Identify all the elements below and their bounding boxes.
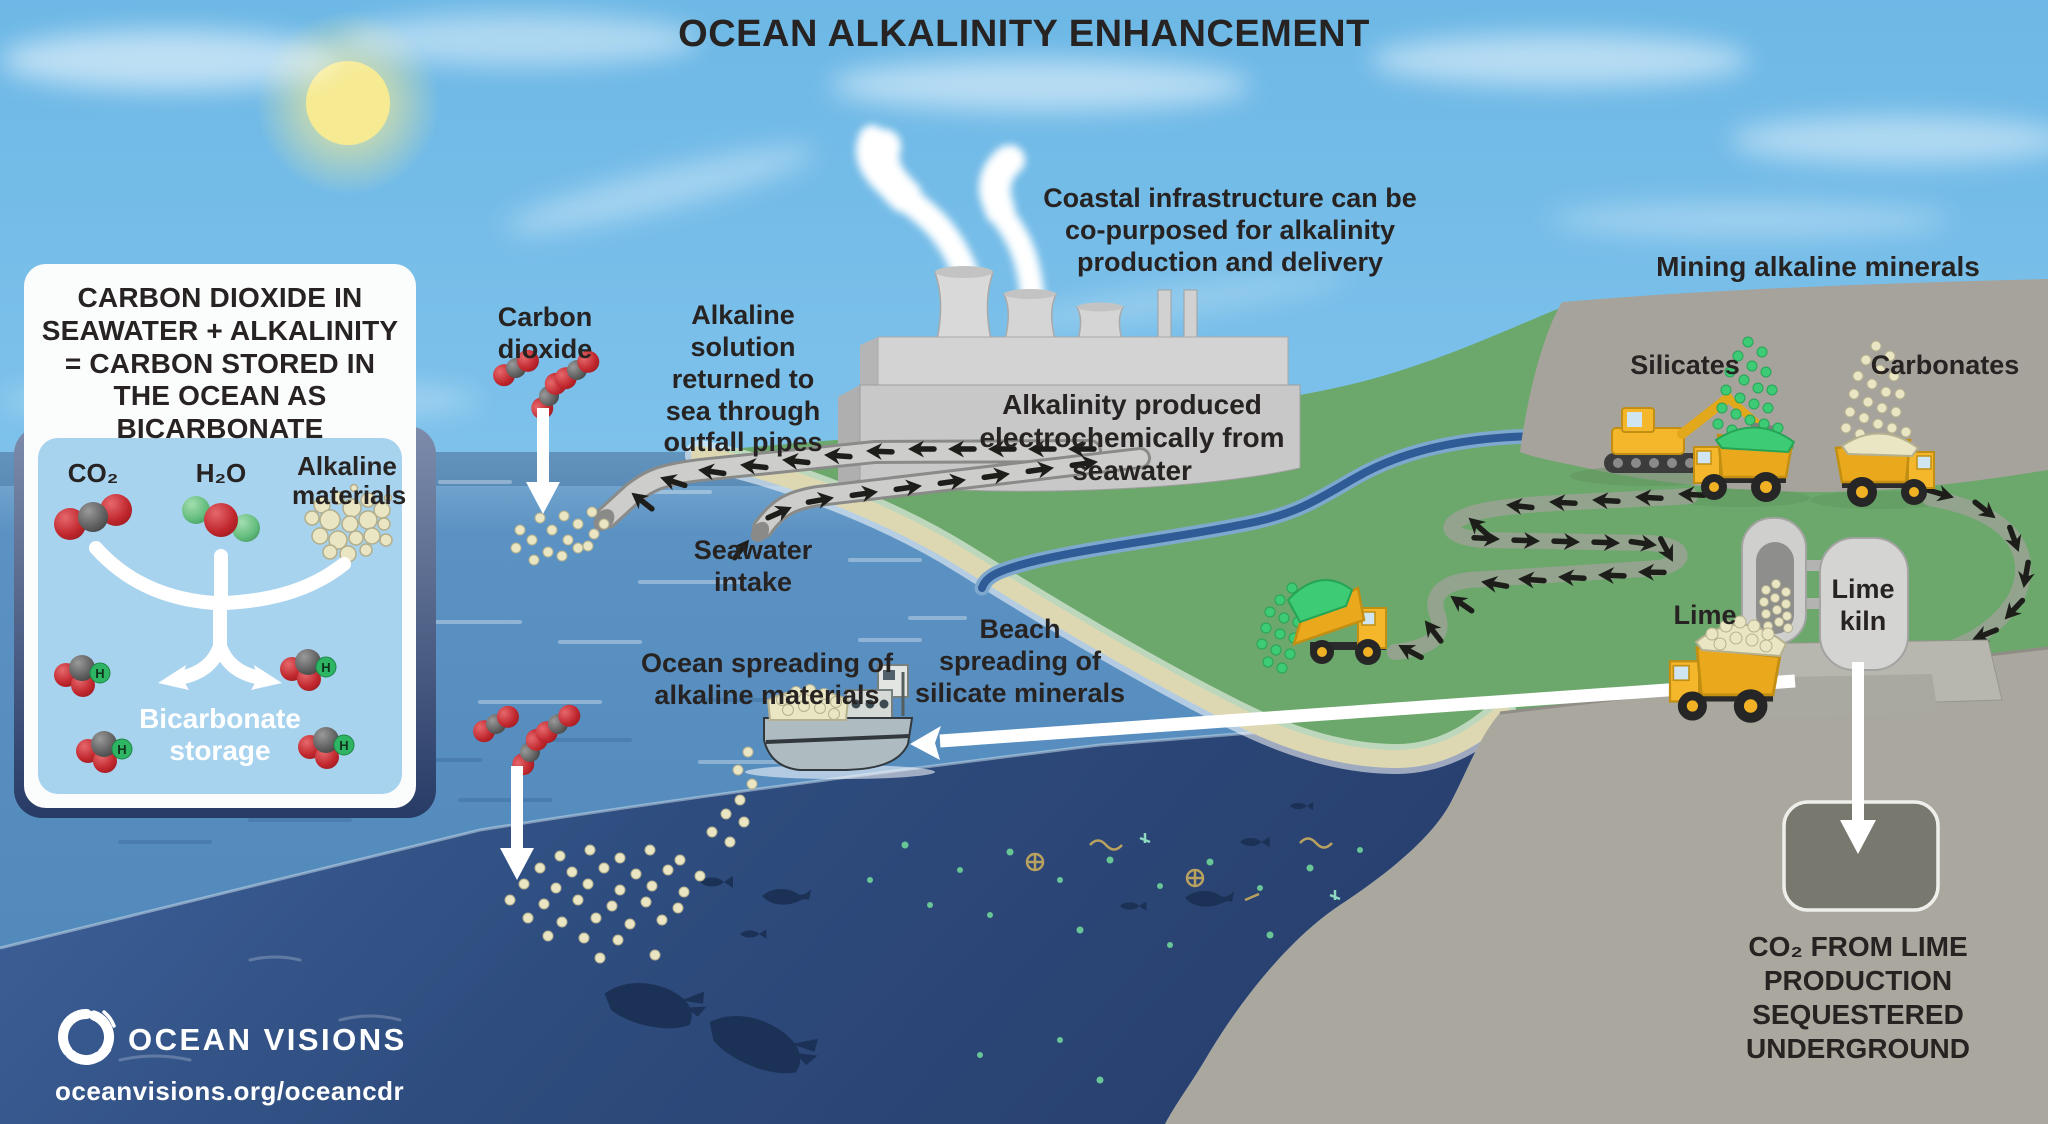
h-atom-label: H [339, 738, 348, 753]
cooling-tower-icon [1075, 306, 1125, 341]
outfall-spill-particles [510, 506, 610, 566]
label-carbonates: Carbonates [1870, 350, 2020, 380]
beach-spread-particles [1256, 582, 1304, 674]
label-lime: Lime [1673, 600, 1737, 630]
chimney-icon [1183, 289, 1198, 341]
bicarbonate-molecules: H H H H [53, 648, 355, 774]
label-seawater-intake: Seawater intake [693, 535, 813, 597]
label-silicates: Silicates [1630, 350, 1740, 380]
org-url: oceanvisions.org/oceancdr [55, 1076, 405, 1106]
panel-merge-arrow [89, 541, 351, 684]
panel-h2o-label: H₂O [195, 458, 247, 488]
page-title: OCEAN ALKALINITY ENHANCEMENT [678, 13, 1370, 55]
sea-life [604, 801, 1314, 1074]
co2-to-deep-arrow [500, 766, 534, 880]
label-mining: Mining alkaline minerals [1656, 251, 1980, 282]
label-lime-kiln: Lime kiln [1831, 574, 1895, 636]
h-atom-label: H [95, 666, 104, 681]
beach-sand [691, 446, 1511, 769]
intake-pipe [750, 447, 1151, 543]
smoke-plumes [856, 125, 1044, 306]
lime-to-ship-arrow [910, 674, 1796, 760]
h-atom-label: H [117, 742, 126, 757]
label-alkaline-solution: Alkaline solution returned to sea throug… [663, 300, 823, 458]
panel-bicarbonate-label: Bicarbonate storage [139, 703, 301, 767]
panel-co2-molecule [54, 494, 132, 540]
panel-alkaline-materials-label: Alkaline materials [292, 451, 407, 511]
whale-icon [762, 888, 811, 905]
label-alkalinity-produced: Alkalinity produced electrochemically fr… [979, 389, 1285, 487]
h-atom-label: H [321, 660, 330, 675]
cooling-tower-icon [1002, 293, 1058, 341]
underwater-pellet-scatter [504, 746, 758, 964]
label-ocean-spreading: Ocean spreading of alkaline materials [640, 648, 894, 710]
ocean-visions-logo-icon [58, 1009, 116, 1065]
seal-icon [604, 983, 818, 1074]
label-beach-spreading: Beach spreading of silicate minerals [914, 614, 1126, 708]
panel-co2-label: CO₂ [67, 458, 119, 488]
kiln-to-storage-arrow [1840, 662, 1876, 854]
coastal-factory [838, 125, 1301, 492]
chimney-icon [1157, 289, 1172, 341]
cooling-tower-icon [933, 271, 995, 341]
ship-icon [745, 664, 935, 779]
co2-to-sea-arrow [526, 408, 560, 514]
panel-h2o-molecule [182, 496, 260, 542]
panel-headline: CARBON DIOXIDE IN SEAWATER + ALKALINITY … [41, 282, 399, 444]
lime-truck [1668, 615, 1788, 725]
river [974, 428, 1556, 596]
label-coastal-infrastructure: Coastal infrastructure can be co-purpose… [1043, 183, 1417, 277]
org-name: OCEAN VISIONS [128, 1022, 407, 1057]
beach-truck [1286, 579, 1387, 665]
label-carbon-dioxide: Carbon dioxide [497, 302, 593, 364]
equation-panel: H H H H [14, 264, 436, 818]
carbonates-truck [1834, 432, 1936, 509]
label-co2-sequestered: CO₂ FROM LIME PRODUCTION SEQUESTERED UND… [1746, 931, 1970, 1065]
silicates-truck [1692, 426, 1796, 504]
deep-sea [0, 713, 1500, 1124]
whale-icon [1185, 890, 1234, 907]
underground [1165, 648, 2048, 1124]
